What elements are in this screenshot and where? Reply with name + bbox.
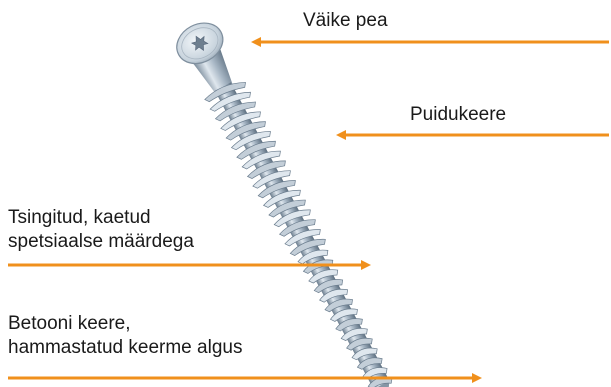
label-coating: Tsingitud, kaetud spetsiaalse määrdega xyxy=(8,206,194,254)
label-concrete-thread-line-2: hammastatud keerme algus xyxy=(8,336,242,360)
label-wood-thread-line-1: Puidukeere xyxy=(410,103,506,127)
label-wood-thread: Puidukeere xyxy=(410,103,506,127)
label-concrete-thread-line-1: Betooni keere, xyxy=(8,312,242,336)
label-small-head-line-1: Väike pea xyxy=(303,9,388,33)
label-coating-line-1: Tsingitud, kaetud xyxy=(8,206,194,230)
label-small-head: Väike pea xyxy=(303,9,388,33)
label-concrete-thread: Betooni keere, hammastatud keerme algus xyxy=(8,312,242,360)
label-coating-line-2: spetsiaalse määrdega xyxy=(8,230,194,254)
